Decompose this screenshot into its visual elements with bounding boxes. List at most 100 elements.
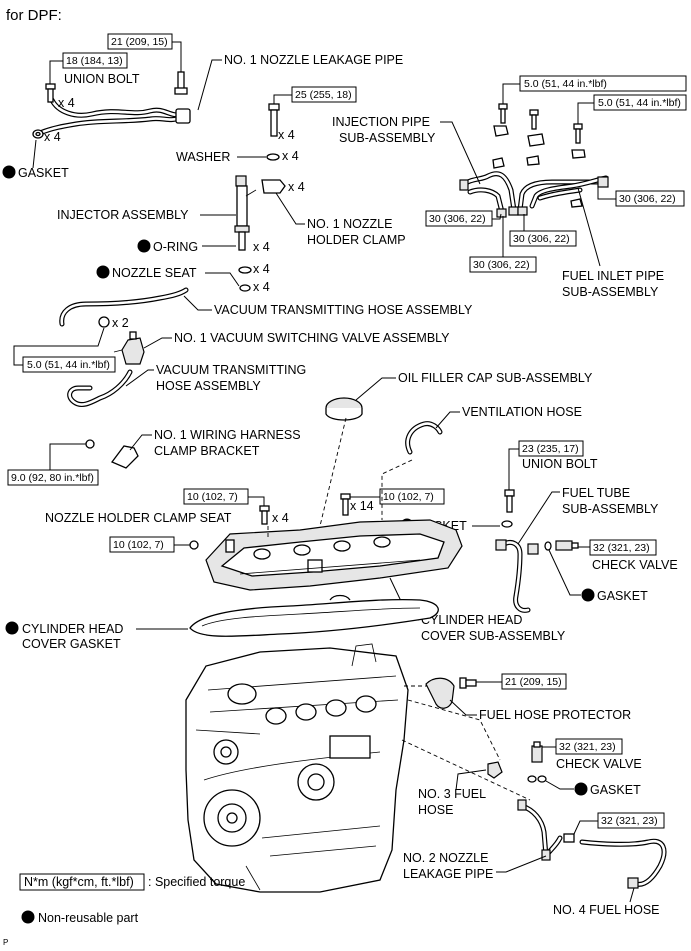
no3-fuel-hose-drawing [487,761,503,779]
torque-label: 9.0 (92, 80 in.*lbf) [11,472,94,484]
fuel-tube-label-2: SUB-ASSEMBLY [562,502,659,516]
cover-nut-drawing [189,540,199,550]
fuel-tube-drawing [495,539,539,613]
gasket-top-drawing [32,129,44,139]
cylinder-head-cover-label-2: COVER SUB-ASSEMBLY [421,629,566,643]
gasket-low-drawing [527,775,547,783]
check-valve-mid-drawing [544,540,579,551]
non-reusable-marker [96,265,110,279]
torque-label: 21 (209, 15) [505,676,562,688]
cover-bolt-drawing [340,493,351,516]
torque-label: 5.0 (51, 44 in.*lbf) [598,97,681,109]
vacuum-switching-valve-drawing [98,316,145,365]
no2-nozzle-leakage-pipe-label: NO. 2 NOZZLE [403,851,488,865]
corner-mark: P [3,938,8,947]
torque-label: 10 (102, 7) [383,491,434,503]
cylinder-head-cover-drawing [205,519,463,591]
fuel-hose-protector-drawing [425,677,477,709]
ventilation-hose-label: VENTILATION HOSE [462,405,582,419]
nozzle-holder-clamp-label-2: HOLDER CLAMP [307,233,406,247]
union-bolt-label: UNION BOLT [522,457,598,471]
cylinder-head-cover-label: CYLINDER HEAD [421,613,522,627]
cylinder-head-cover-gasket-label: CYLINDER HEAD [22,622,123,636]
legend-torque-text: : Specified torque [148,875,245,889]
non-reusable-marker [137,239,151,253]
injection-pipe-label-2: SUB-ASSEMBLY [339,131,436,145]
torque-label: 25 (255, 18) [295,89,352,101]
washer-label: WASHER [176,150,230,164]
page-title: for DPF: [6,7,62,24]
washer-drawing [266,153,280,161]
vacuum-switching-valve-label: NO. 1 VACUUM SWITCHING VALVE ASSEMBLY [174,331,450,345]
non-reusable-marker [581,588,595,602]
fuel-inlet-pipe-label: FUEL INLET PIPE [562,269,664,283]
quantity-label: x 14 [350,499,374,513]
torque-label: 32 (321, 23) [593,542,650,554]
nozzle-holder-clamp-seat-label: NOZZLE HOLDER CLAMP SEAT [45,511,232,525]
nozzle-holder-clamp-drawing [261,179,286,194]
torque-label: 30 (306, 22) [619,193,676,205]
nozzle-leakage-pipe-drawing [37,71,191,136]
legend-non-reusable-marker [21,910,35,924]
torque-label: 23 (235, 17) [522,443,579,455]
cylinder-head-cover-gasket-label-2: COVER GASKET [22,637,121,651]
wiring-harness-bracket-label-2: CLAMP BRACKET [154,444,260,458]
quantity-label: x 4 [272,511,289,525]
injector-drawing [234,175,257,251]
no2-nozzle-leakage-pipe-label-2: LEAKAGE PIPE [403,867,493,881]
torque-label: 32 (321, 23) [559,741,616,753]
no3-fuel-hose-label-2: HOSE [418,803,453,817]
quantity-label: x 4 [253,240,270,254]
vacuum-hose-assembly-label-3: HOSE ASSEMBLY [156,379,261,393]
no3-fuel-hose-label: NO. 3 FUEL [418,787,486,801]
union-bolt-label: UNION BOLT [64,72,140,86]
torque-label: 32 (321, 23) [601,815,658,827]
wiring-harness-bracket-drawing [85,439,139,469]
oil-filler-cap-drawing [325,397,363,421]
union-bolt-mid-drawing [501,489,515,528]
quantity-label: x 4 [253,262,270,276]
gasket-label: GASKET [18,166,69,180]
nozzle-holder-clamp-label: NO. 1 NOZZLE [307,217,392,231]
torque-label: 10 (102, 7) [113,539,164,551]
cylinder-head-cover-gasket-drawing [189,594,439,637]
check-valve-label: CHECK VALVE [592,558,678,572]
quantity-label: x 4 [58,96,75,110]
quantity-label: x 4 [288,180,305,194]
quantity-label: x 4 [282,149,299,163]
clamp-seat-bolt-drawing [259,505,270,525]
injection-pipes-drawing [459,171,609,218]
torque-label: 10 (102, 7) [187,491,238,503]
vacuum-hose-lower-drawing [67,369,133,407]
gasket-label: GASKET [597,589,648,603]
nozzle-seat-label: NOZZLE SEAT [112,266,197,280]
non-reusable-marker [2,165,16,179]
injector-assembly-label: INJECTOR ASSEMBLY [57,208,189,222]
quantity-label: x 4 [278,128,295,142]
torque-label: 30 (306, 22) [513,233,570,245]
non-reusable-marker [5,621,19,635]
nozzle-leakage-pipe-label: NO. 1 NOZZLE LEAKAGE PIPE [224,53,403,67]
torque-label: 21 (209, 15) [111,36,168,48]
torque-label: 5.0 (51, 44 in.*lbf) [27,359,110,371]
fuel-inlet-pipe-label-2: SUB-ASSEMBLY [562,285,659,299]
gasket-label: GASKET [590,783,641,797]
fuel-hose-protector-label: FUEL HOSE PROTECTOR [479,708,631,722]
legend-torque-box: N*m (kgf*cm, ft.*lbf) [24,875,134,889]
vacuum-hose-assembly-label-2: VACUUM TRANSMITTING [156,363,306,377]
torque-label: 30 (306, 22) [429,213,486,225]
nozzle-seat-drawing [239,284,251,292]
check-valve-low-drawing [531,741,543,763]
no2-nozzle-leakage-pipe-drawing [517,799,575,861]
pipe-clamp-bolts-drawing [492,103,586,169]
torque-label: 5.0 (51, 44 in.*lbf) [524,78,607,90]
torque-label: 30 (306, 22) [473,259,530,271]
vacuum-hose-assembly-label: VACUUM TRANSMITTING HOSE ASSEMBLY [214,303,473,317]
vacuum-hose-upper-drawing [59,287,189,327]
clamp-bolt-drawing [268,103,280,137]
fuel-tube-label: FUEL TUBE [562,486,630,500]
o-ring-label: O-RING [153,240,198,254]
quantity-label: x 4 [44,130,61,144]
ventilation-hose-drawing [405,421,443,455]
